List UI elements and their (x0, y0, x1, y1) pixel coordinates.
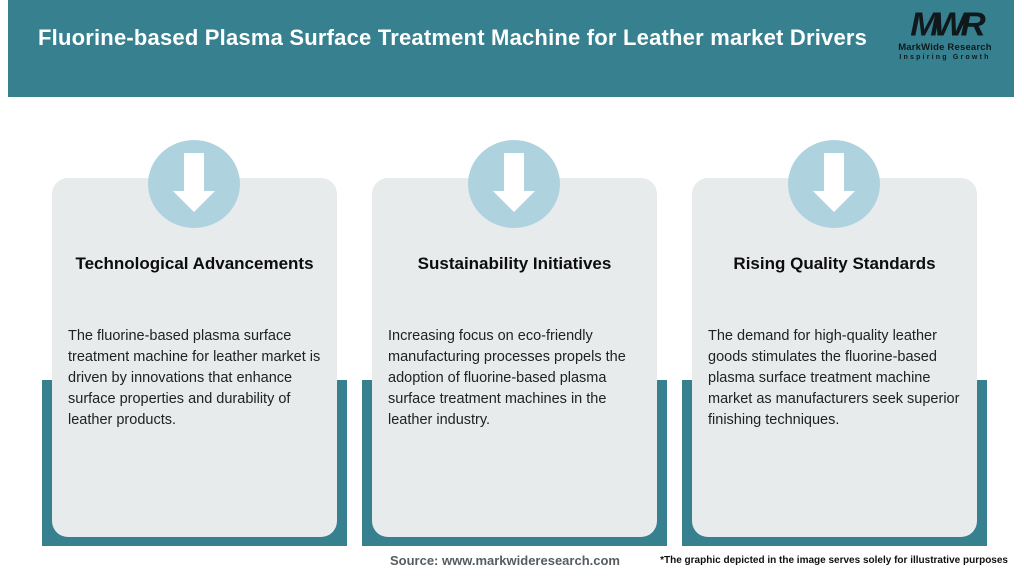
card-title: Sustainability Initiatives (417, 254, 612, 273)
card-description: Increasing focus on eco-friendly manufac… (388, 328, 626, 428)
driver-card-sustainability-initiatives: Sustainability Initiatives Increasing fo… (362, 140, 667, 546)
page-title: Fluorine-based Plasma Surface Treatment … (38, 25, 868, 50)
card-description: The demand for high-quality leather good… (708, 328, 960, 428)
disclaimer-text: *The graphic depicted in the image serve… (660, 555, 1008, 566)
source-text: Source: www.markwideresearch.com (389, 553, 620, 568)
driver-card-technological-advancements: Technological Advancements The fluorine-… (42, 140, 347, 546)
arrow-head (813, 191, 855, 212)
arrow-down-icon (148, 140, 240, 228)
card-title: Technological Advancements (75, 254, 314, 273)
card-panel: Sustainability Initiatives Increasing fo… (372, 178, 657, 537)
arrow-head (493, 191, 535, 212)
logo-tagline: Inspiring Growth (899, 54, 991, 61)
card-panel: Technological Advancements The fluorine-… (52, 178, 337, 537)
arrow-head (173, 191, 215, 212)
card-description: The fluorine-based plasma surface treatm… (68, 328, 321, 428)
markwide-logo: MWR MarkWide Research Inspiring Growth (890, 6, 1000, 61)
driver-card-rising-quality-standards: Rising Quality Standards The demand for … (682, 140, 987, 546)
arrow-stem (184, 153, 204, 191)
arrow-stem (504, 153, 524, 191)
header-banner: Fluorine-based Plasma Surface Treatment … (8, 0, 1014, 97)
logo-mwr-icon: MWR (910, 6, 985, 44)
card-panel: Rising Quality Standards The demand for … (692, 178, 977, 537)
card-title: Rising Quality Standards (733, 254, 936, 273)
logo-company-name: MarkWide Research (898, 42, 992, 53)
arrow-down-icon (788, 140, 880, 228)
arrow-stem (824, 153, 844, 191)
arrow-down-icon (468, 140, 560, 228)
